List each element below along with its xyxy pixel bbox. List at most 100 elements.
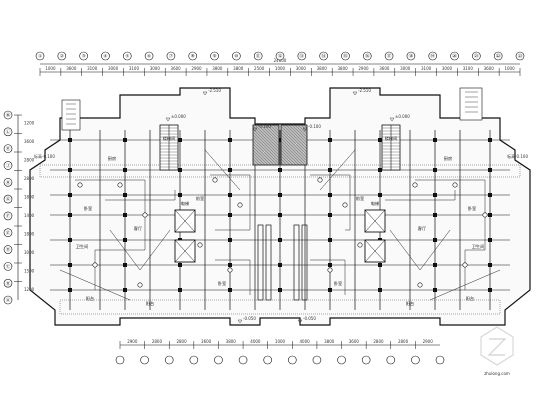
elevator-cross — [364, 239, 386, 263]
column — [488, 138, 492, 142]
top-dim-value: 1000 — [45, 66, 56, 71]
hatch-line — [303, 124, 308, 129]
top-dim-value: 3600 — [171, 66, 182, 71]
hatch-line — [280, 152, 294, 166]
axis-bubble-label: Ⓕ — [6, 213, 11, 220]
elevator-cross — [364, 209, 386, 233]
column — [488, 238, 492, 242]
room-label-stair: 楼梯间 — [163, 135, 176, 142]
column — [68, 263, 72, 267]
column — [123, 213, 127, 217]
top-dim-value: 3000 — [150, 66, 161, 71]
hatch-line — [280, 158, 288, 166]
room-label-kitchen: 厨房 — [444, 155, 452, 162]
column — [378, 193, 382, 197]
hatch-line — [288, 124, 308, 144]
left-dim-value: 3000 — [24, 250, 35, 255]
wire-run — [310, 174, 351, 231]
top-dim-value: 3600 — [484, 66, 495, 71]
bottom-dim-value: 2800 — [373, 339, 384, 344]
top-dim-value: 3100 — [87, 66, 98, 71]
elevation-marker — [352, 91, 358, 96]
bottom-dim-value: 3600 — [349, 339, 360, 344]
column — [68, 288, 72, 292]
outlet-symbol — [412, 182, 418, 188]
bottom-dim-value: 2800 — [152, 339, 163, 344]
outlet-symbol — [197, 242, 203, 248]
column — [278, 238, 282, 242]
hatch-line — [263, 124, 280, 141]
room-label-kitchen: 厨房 — [108, 155, 116, 162]
axis-bubble-label: Ⓗ — [6, 179, 11, 186]
column — [123, 193, 127, 197]
column — [123, 238, 127, 242]
hatch-line — [280, 155, 291, 166]
column — [278, 263, 282, 267]
column — [228, 193, 232, 197]
axis-bubble — [166, 51, 176, 61]
elevation-marker — [302, 127, 308, 132]
column — [178, 288, 182, 292]
axis-bubble — [3, 110, 13, 120]
top-dim-value: 1000 — [275, 66, 286, 71]
top-dim-value: 3100 — [421, 66, 432, 71]
column — [433, 138, 437, 142]
hatch-line — [297, 124, 308, 135]
axis-bubble-label: Ⓚ — [6, 145, 11, 152]
axis-bubble-label: ④ — [103, 54, 107, 60]
hatch-line — [252, 152, 266, 166]
column — [178, 263, 182, 267]
top-total-dim: 24600 — [274, 58, 287, 63]
axis-bubble — [3, 161, 13, 170]
room-label-bedroom: 卧室 — [218, 280, 226, 287]
column — [433, 213, 437, 217]
room-label-balcony: 阳台 — [146, 300, 154, 307]
column — [123, 263, 127, 267]
axis-bubble — [386, 355, 396, 365]
hatch-line — [252, 155, 263, 166]
column — [228, 263, 232, 267]
top-dim-value: 3800 — [233, 66, 244, 71]
axis-bubble-label: Ⓛ — [6, 128, 11, 135]
axis-bubble-label: ㉒ — [496, 53, 501, 60]
axis-bubble — [275, 51, 285, 61]
axis-bubble-label: ② — [60, 54, 64, 60]
axis-bubble-label: Ⓑ — [6, 280, 11, 287]
column — [228, 288, 232, 292]
column — [378, 288, 382, 292]
wire-run — [389, 229, 451, 271]
column — [278, 138, 282, 142]
axis-bubble — [450, 51, 459, 61]
bottom-dim-value: 2900 — [127, 339, 138, 344]
axis-bubble-label: ⑪ — [256, 53, 261, 60]
hatch-line — [260, 124, 280, 144]
axis-bubble — [361, 355, 371, 365]
left-dim-value: 1200 — [24, 120, 35, 125]
elevation-marker — [165, 117, 171, 122]
column — [68, 213, 72, 217]
axis-bubble — [3, 278, 13, 288]
hatch-line — [252, 161, 257, 166]
hatch-line — [282, 124, 308, 150]
walls — [29, 87, 531, 326]
elevation-value: -0.100 — [258, 124, 271, 129]
column — [328, 138, 332, 142]
column — [178, 168, 182, 172]
top-dim-value: 3100 — [129, 66, 140, 71]
bottom-dim-value: 3600 — [201, 339, 212, 344]
axis-bubble — [210, 51, 219, 61]
column — [228, 138, 232, 142]
column — [378, 168, 382, 172]
left-dim-value: 1500 — [24, 268, 35, 273]
top-dim-value: 2900 — [191, 66, 202, 71]
axis-bubble — [238, 355, 248, 365]
column — [123, 138, 127, 142]
wire-run — [215, 259, 251, 295]
hatch-line — [280, 134, 308, 162]
axis-bubble-label: ③ — [82, 54, 86, 60]
column — [123, 168, 127, 172]
hatch-line — [280, 131, 308, 159]
wire-run — [204, 149, 241, 191]
axis-bubble-label: ⑰ — [387, 53, 392, 60]
axis-bubble — [288, 355, 297, 365]
